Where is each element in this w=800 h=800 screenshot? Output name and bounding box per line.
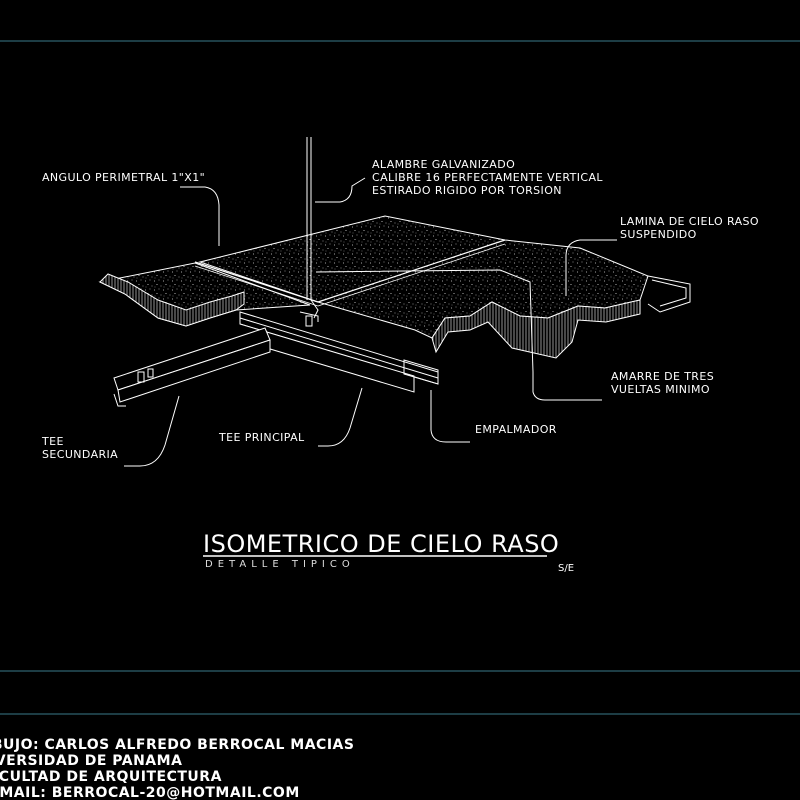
sheet-frame [0, 40, 800, 715]
ceiling-tiles [98, 215, 649, 359]
credit-author: DIBUJO: CARLOS ALFREDO BERROCAL MACIAS [0, 737, 355, 753]
label-lamina-line2: SUSPENDIDO [620, 228, 697, 241]
label-alambre-line2: CALIBRE 16 PERFECTAMENTE VERTICAL [372, 171, 603, 184]
label-empalmador: EMPALMADOR [475, 423, 557, 436]
leader-empalmador [430, 390, 470, 443]
secondary-tee [113, 327, 271, 407]
leader-tee-principal [318, 387, 363, 447]
credit-faculty: FACULTAD DE ARQUITECTURA [0, 769, 222, 785]
perimeter-angle [647, 275, 691, 313]
label-alambre-line1: ALAMBRE GALVANIZADO [372, 158, 516, 171]
leader-lines [124, 177, 617, 467]
tile-edge-left [99, 273, 245, 327]
label-alambre-line3: ESTIRADO RIGIDO POR TORSION [372, 184, 562, 197]
leader-angulo [180, 186, 220, 246]
leader-lamina [565, 239, 617, 296]
main-tee [239, 311, 439, 393]
drawing-subtitle: DETALLE TIPICO [205, 559, 355, 570]
scale-note: S/E [558, 563, 575, 574]
leader-alambre [315, 177, 366, 203]
credit-university: UNIVERSIDAD DE PANAMA [0, 753, 183, 769]
label-amarre-line2: VUELTAS MINIMO [611, 383, 710, 396]
leader-amarre [532, 372, 602, 401]
drawing-title: ISOMETRICO DE CIELO RASO [203, 530, 560, 558]
tile-edge-right [431, 299, 641, 359]
leader-tee-secundaria [124, 395, 180, 467]
credit-email: E-MAIL: BERROCAL-20@HOTMAIL.COM [0, 785, 300, 800]
label-tee-principal: TEE PRINCIPAL [219, 431, 305, 444]
hanger-wire [306, 137, 534, 373]
label-tee-secundaria-line2: SECUNDARIA [42, 448, 119, 461]
label-angulo-perimetral: ANGULO PERIMETRAL 1"X1" [42, 171, 206, 184]
label-lamina-line1: LAMINA DE CIELO RASO [620, 215, 759, 228]
label-tee-secundaria-line1: TEE [42, 435, 64, 448]
label-amarre-line1: AMARRE DE TRES [611, 370, 715, 383]
